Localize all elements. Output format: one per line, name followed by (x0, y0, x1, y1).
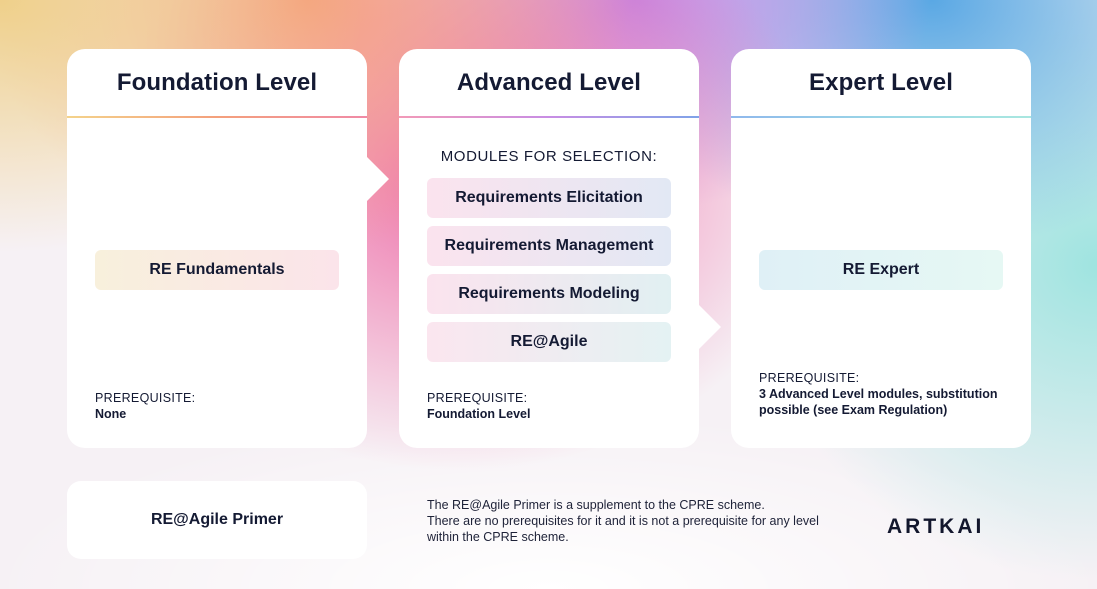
artkai-logo: ARTKAI (887, 515, 985, 538)
foundation-to-advanced-arrow (367, 157, 389, 201)
foundation-title-divider (67, 116, 367, 118)
primer-note-line-1: The RE@Agile Primer is a supplement to t… (427, 498, 765, 512)
re-fundamentals-module: RE Fundamentals (95, 250, 339, 290)
primer-note-line-2: There are no prerequisites for it and it… (427, 514, 819, 528)
foundation-level-card: Foundation Level RE Fundamentals PREREQU… (67, 49, 367, 448)
expert-title-divider (731, 116, 1031, 118)
prerequisite-value-line-1: 3 Advanced Level modules, substitution (759, 387, 998, 401)
foundation-level-title: Foundation Level (116, 69, 318, 96)
advanced-level-card: Advanced Level MODULES FOR SELECTION: Re… (399, 49, 699, 448)
advanced-to-expert-arrow (699, 305, 721, 349)
expert-prerequisite: PREREQUISITE: 3 Advanced Level modules, … (759, 370, 997, 418)
prerequisite-label: PREREQUISITE: (427, 391, 528, 405)
primer-note: The RE@Agile Primer is a supplement to t… (427, 497, 847, 545)
advanced-title-divider (399, 116, 699, 118)
re-agile-module: RE@Agile (427, 322, 671, 362)
expert-level-card: Expert Level RE Expert PREREQUISITE: 3 A… (731, 49, 1031, 448)
re-expert-module: RE Expert (759, 250, 1003, 290)
re-agile-primer-box: RE@Agile Primer (67, 481, 367, 559)
requirements-elicitation-module: Requirements Elicitation (427, 178, 671, 218)
requirements-modeling-module: Requirements Modeling (427, 274, 671, 314)
advanced-level-title: Advanced Level (456, 69, 642, 96)
primer-note-line-3: within the CPRE scheme. (427, 530, 569, 544)
modules-for-selection-label: MODULES FOR SELECTION: (440, 148, 658, 165)
prerequisite-value: Foundation Level (427, 407, 531, 421)
advanced-prerequisite: PREREQUISITE: Foundation Level (427, 390, 530, 422)
requirements-management-module: Requirements Management (427, 226, 671, 266)
prerequisite-label: PREREQUISITE: (759, 371, 860, 385)
prerequisite-value: None (95, 407, 127, 421)
foundation-prerequisite: PREREQUISITE: None (95, 390, 195, 422)
prerequisite-value-line-2: possible (see Exam Regulation) (759, 403, 948, 417)
expert-level-title: Expert Level (809, 69, 953, 96)
prerequisite-label: PREREQUISITE: (95, 391, 196, 405)
